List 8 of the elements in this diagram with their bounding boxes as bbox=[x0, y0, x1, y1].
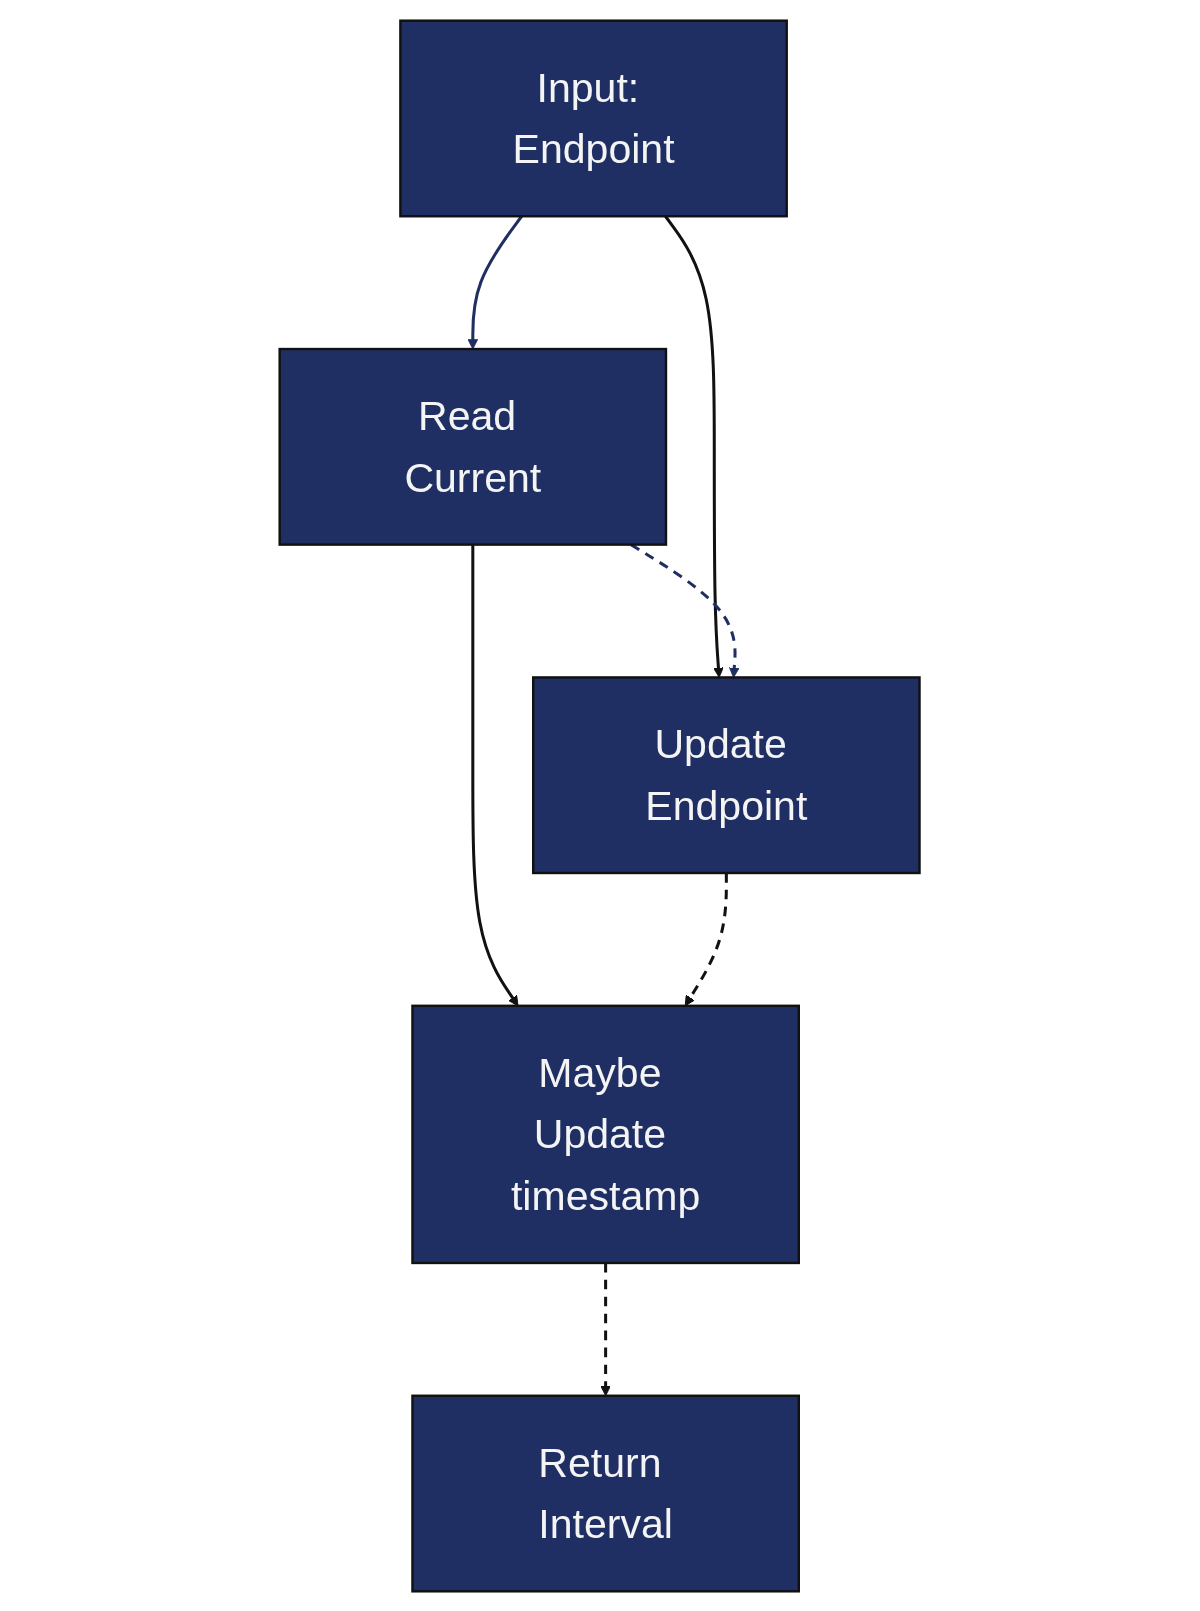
node-box: Update Endpoint bbox=[532, 675, 922, 874]
node-box: Return Interval bbox=[411, 1394, 801, 1593]
node-box: Maybe Update timestamp bbox=[411, 1004, 801, 1264]
arrow bbox=[685, 872, 729, 1006]
node-box: Input: Endpoint bbox=[399, 18, 789, 217]
arrow bbox=[471, 544, 519, 1006]
arrow bbox=[600, 1262, 612, 1396]
node-box: Read Current bbox=[278, 347, 668, 546]
